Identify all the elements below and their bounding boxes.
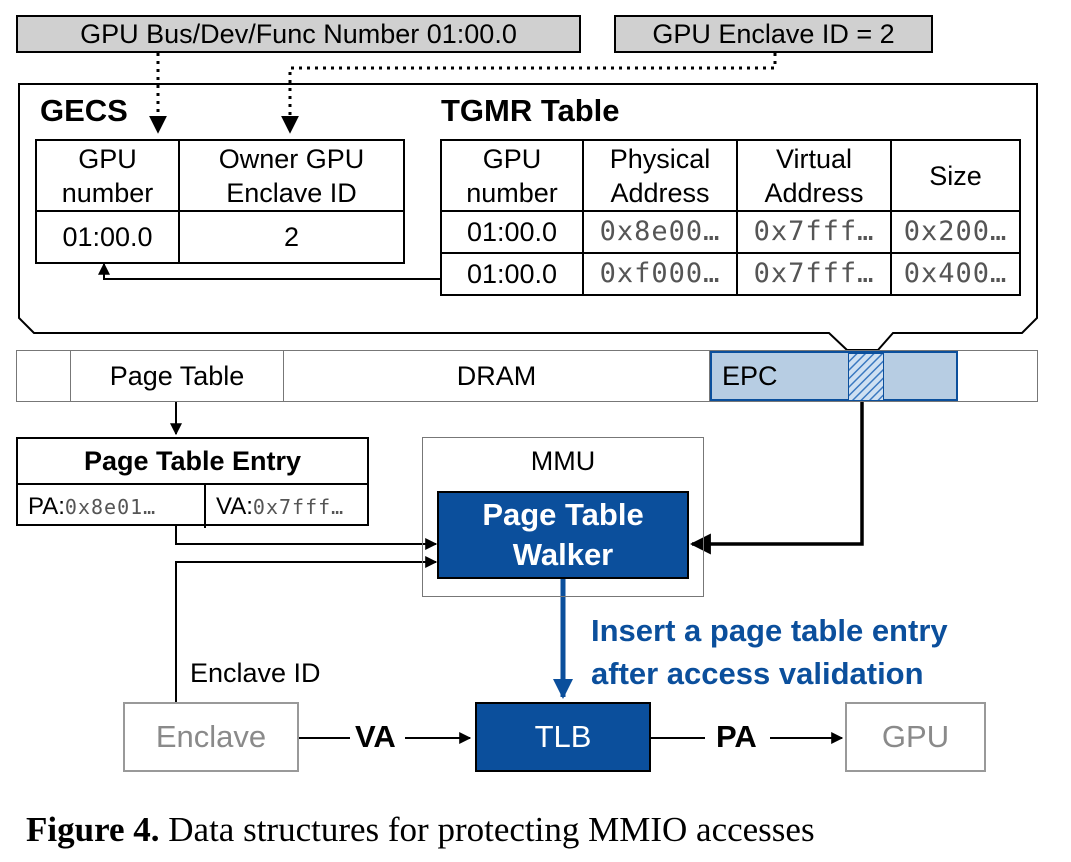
pte-va-field: VA:0x7fff… xyxy=(206,485,367,528)
enclave-id-arrow xyxy=(175,556,438,702)
insert-note-line2: after access validation xyxy=(591,656,924,691)
enclave-id-label: Enclave ID xyxy=(190,658,321,688)
pte-pa-label: PA: xyxy=(28,492,65,520)
insert-note: Insert a page table entry after access v… xyxy=(591,609,948,695)
tgmr-header-physical-address: Physical Address xyxy=(582,139,738,212)
epc-walker-arrow xyxy=(689,402,864,555)
figure-caption: Figure 4. Data structures for protecting… xyxy=(26,810,815,850)
page-table-walker: Page Table Walker xyxy=(437,491,689,579)
gpu-box: GPU xyxy=(845,702,986,772)
dram-bar: Page Table DRAM EPC xyxy=(16,350,1038,402)
walker-line1: Page Table xyxy=(482,497,644,532)
gecs-title: GECS xyxy=(40,93,128,128)
tgmr-table: GPU number Physical Address Virtual Addr… xyxy=(440,139,1021,296)
pte-va-label: VA: xyxy=(216,492,253,520)
mmu-title: MMU xyxy=(530,446,596,476)
pte-pa-field: PA:0x8e01… xyxy=(18,485,206,528)
tgmr-cell: 01:00.0 xyxy=(440,252,584,296)
dram-trailing-cell xyxy=(958,351,1037,401)
tgmr-header-gpu-number: GPU number xyxy=(440,139,584,212)
insert-note-line1: Insert a page table entry xyxy=(591,613,948,648)
tgmr-cell: 0xf000… xyxy=(582,252,738,296)
dram-epc: EPC xyxy=(710,351,958,401)
tlb-box: TLB xyxy=(475,702,651,772)
tgmr-cell: 0x400… xyxy=(890,252,1021,296)
table-row: 01:00.0 0x8e00… 0x7fff… 0x200… xyxy=(440,210,1021,254)
tgmr-cell: 0x8e00… xyxy=(582,210,738,254)
gpu-bdf-label: GPU Bus/Dev/Func Number 01:00.0 xyxy=(16,15,581,53)
gecs-cell-gpu-number: 01:00.0 xyxy=(35,210,180,264)
epc-label: EPC xyxy=(722,360,778,391)
gecs-header-gpu-number: GPU number xyxy=(35,139,180,212)
tgmr-cell: 01:00.0 xyxy=(440,210,584,254)
table-row: 01:00.0 0xf000… 0x7fff… 0x400… xyxy=(440,252,1021,296)
dram-page-table: Page Table xyxy=(71,351,284,401)
mmu-box: MMU xyxy=(422,437,704,597)
epc-hatched-region xyxy=(848,353,884,401)
pte-walker-arrow xyxy=(175,526,438,550)
pte-pa-value: 0x8e01… xyxy=(64,494,157,519)
caption-text: Data structures for protecting MMIO acce… xyxy=(168,810,815,849)
enclave-id-dotted-arrow xyxy=(281,53,777,134)
tgmr-header-virtual-address: Virtual Address xyxy=(736,139,892,212)
gpu-enclave-id-label: GPU Enclave ID = 2 xyxy=(614,15,933,53)
walker-line2: Walker xyxy=(512,537,614,572)
gecs-table: GPU number Owner GPU Enclave ID 01:00.0 … xyxy=(35,139,405,264)
pte-box: Page Table Entry PA:0x8e01… VA:0x7fff… xyxy=(16,437,369,528)
enclave-box: Enclave xyxy=(123,702,299,772)
tgmr-gecs-link xyxy=(98,262,440,280)
dram-label: DRAM xyxy=(284,351,710,401)
tgmr-header-size: Size xyxy=(890,139,1021,212)
pte-title: Page Table Entry xyxy=(18,439,367,485)
pa-label: PA xyxy=(716,719,757,754)
tgmr-cell: 0x7fff… xyxy=(736,210,892,254)
gecs-header-owner-enclave: Owner GPU Enclave ID xyxy=(178,139,405,212)
gecs-cell-owner-enclave: 2 xyxy=(178,210,405,264)
tgmr-cell: 0x200… xyxy=(890,210,1021,254)
tgmr-title: TGMR Table xyxy=(441,93,620,128)
pte-fields: PA:0x8e01… VA:0x7fff… xyxy=(18,485,367,528)
tgmr-cell: 0x7fff… xyxy=(736,252,892,296)
pte-va-value: 0x7fff… xyxy=(252,494,345,519)
dram-leading-cell xyxy=(17,351,71,401)
caption-label: Figure 4. xyxy=(26,810,160,849)
va-label: VA xyxy=(355,719,396,754)
